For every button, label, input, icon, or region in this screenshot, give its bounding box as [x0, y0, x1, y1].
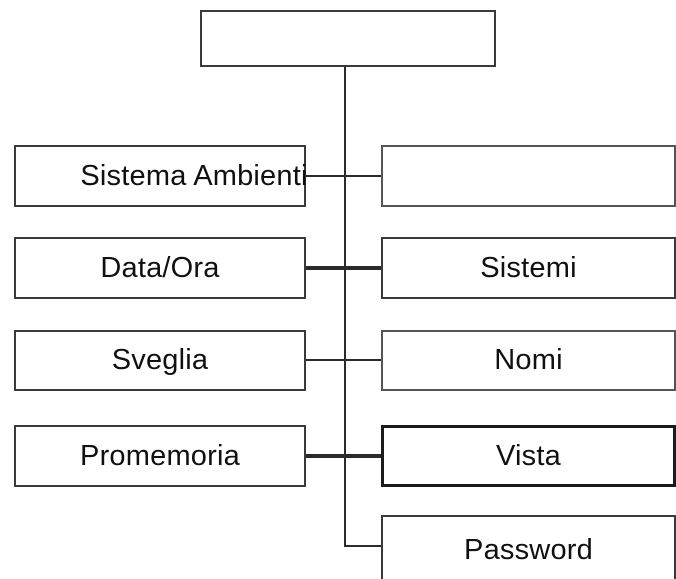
node-data-ora-label: Data/Ora [100, 251, 220, 284]
node-sveglia[interactable]: Sveglia [14, 330, 306, 391]
spine-connector [344, 62, 346, 547]
node-nomi[interactable]: Nomi [381, 330, 676, 391]
node-promemoria[interactable]: Promemoria [14, 425, 306, 487]
node-sistemi-label: Sistemi [480, 251, 577, 284]
connector-row3-right [344, 359, 383, 361]
connector-row2-right [344, 266, 383, 270]
connector-row1-left [306, 175, 346, 177]
node-sistemi[interactable]: Sistemi [381, 237, 676, 299]
connector-row4-right [344, 454, 383, 458]
node-root[interactable] [200, 10, 496, 67]
node-sistema-ambienti-label: Sistema Ambienti [80, 159, 308, 192]
node-promemoria-label: Promemoria [80, 439, 240, 472]
node-password[interactable]: Password [381, 515, 676, 579]
connector-row5-elbow [344, 545, 383, 547]
connector-row2-left [306, 266, 346, 270]
node-password-label: Password [464, 533, 593, 566]
connector-row3-left [306, 359, 346, 361]
node-data-ora[interactable]: Data/Ora [14, 237, 306, 299]
node-sistema-ambienti[interactable]: Sistema Ambienti [14, 145, 308, 207]
node-vista[interactable]: Vista [381, 425, 676, 487]
node-sveglia-label: Sveglia [111, 344, 209, 376]
connector-row4-left [306, 454, 346, 458]
connector-row1-right [344, 175, 383, 177]
node-vista-label: Vista [496, 439, 561, 472]
node-nomi-label: Nomi [494, 344, 563, 376]
node-ambienti-detail[interactable] [381, 145, 676, 207]
